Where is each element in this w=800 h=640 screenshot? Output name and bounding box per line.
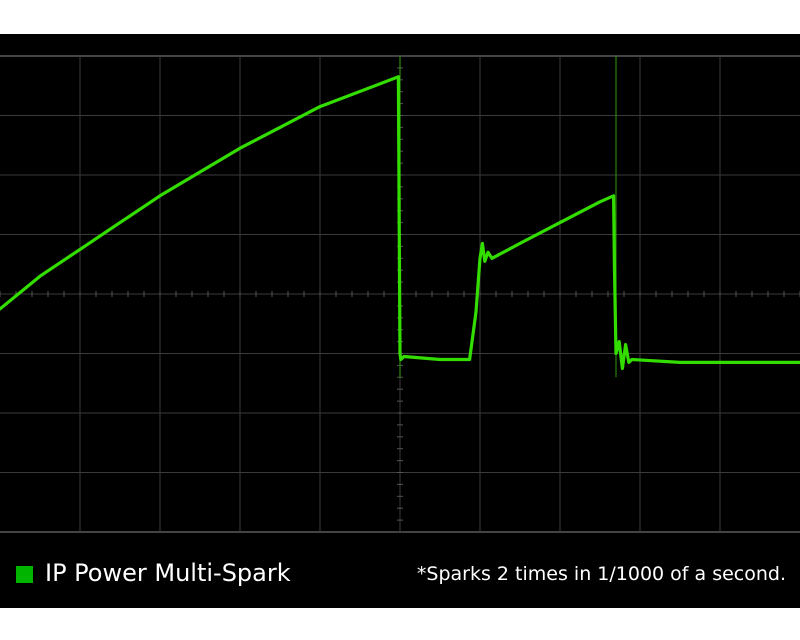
legend-bar: IP Power Multi-Spark *Sparks 2 times in … (0, 540, 800, 608)
chart-annotation: *Sparks 2 times in 1/1000 of a second. (416, 563, 786, 585)
chart-traces (0, 56, 800, 378)
legend-label: IP Power Multi-Spark (45, 559, 291, 587)
oscilloscope-chart (0, 55, 800, 533)
series-line-1 (0, 75, 800, 370)
oscilloscope-panel: IP Power Multi-Spark *Sparks 2 times in … (0, 34, 800, 608)
legend-swatch (16, 566, 33, 583)
